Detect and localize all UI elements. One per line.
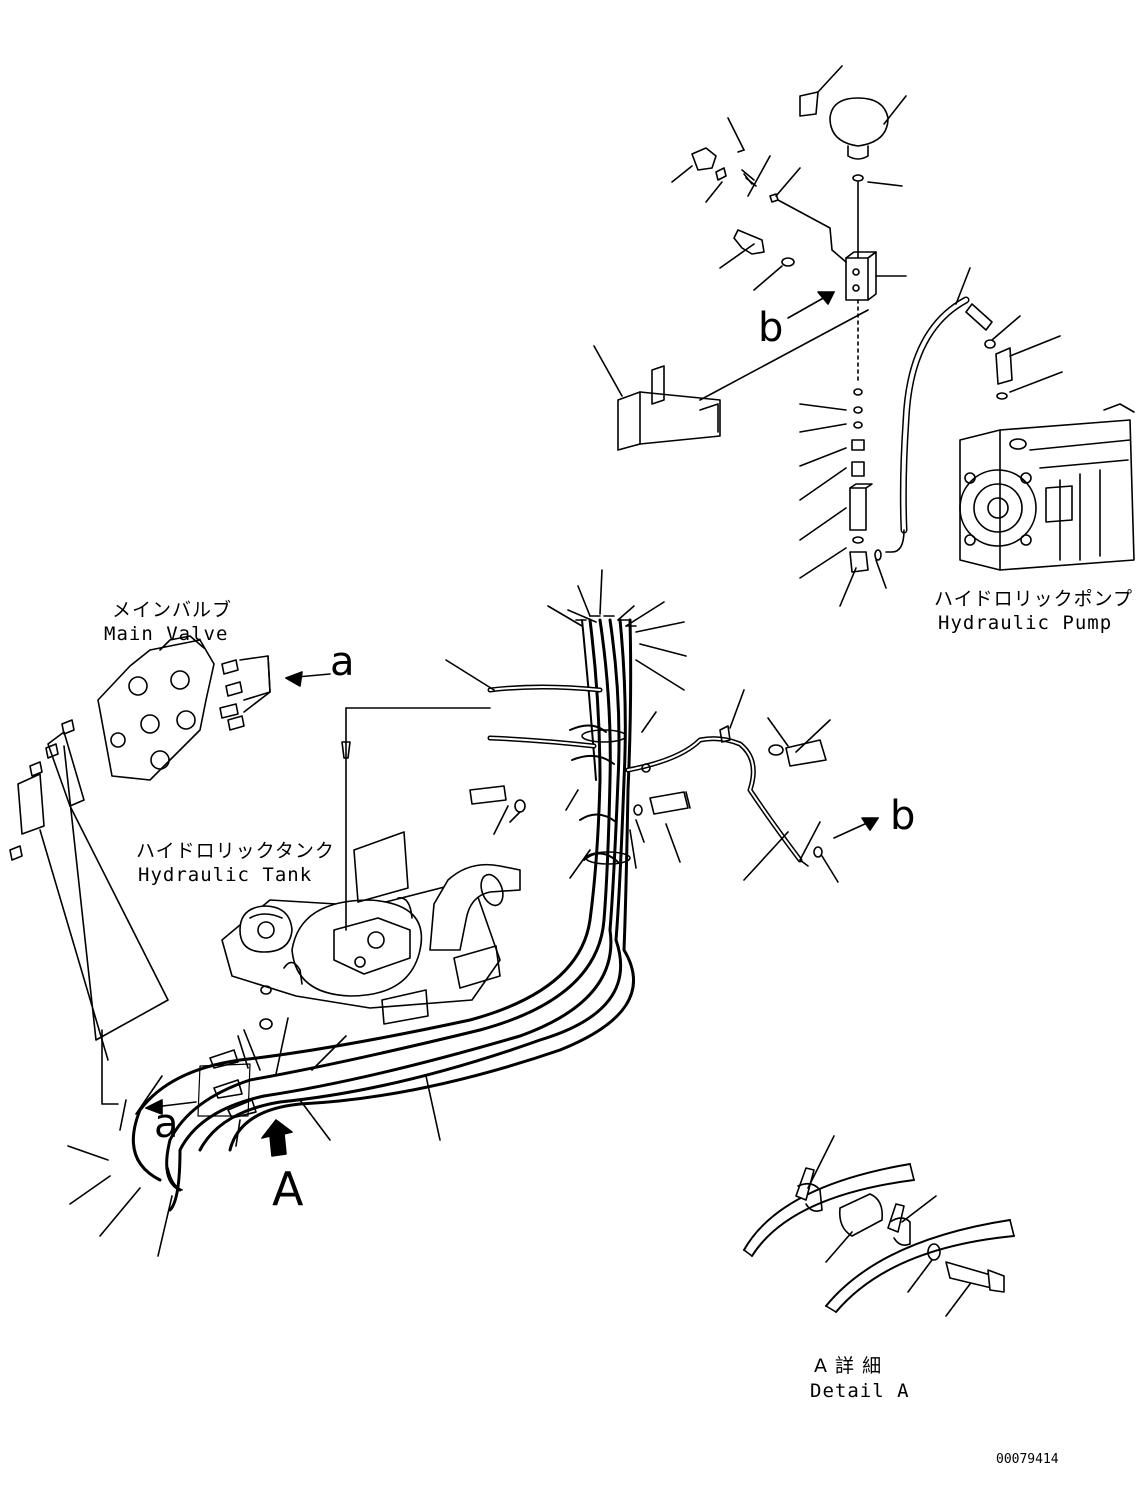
- hydraulic-pump: [886, 268, 1134, 570]
- view-a-marker: A: [272, 1162, 304, 1216]
- main-valve-label-jp: メインバルブ: [112, 599, 233, 621]
- detail-a-label-jp: A 詳 細: [814, 1355, 883, 1377]
- hydraulic-tank-label-en: Hydraulic Tank: [138, 864, 313, 886]
- hydraulic-tank-label-jp: ハイドロリックタンク: [136, 840, 335, 862]
- ref-b-line: b: [890, 793, 916, 839]
- document-number: 00079414: [996, 1452, 1059, 1467]
- hydraulic-pump-label-en: Hydraulic Pump: [938, 612, 1113, 634]
- ref-a-hose-end: a: [154, 1101, 179, 1147]
- hydraulic-pump-label-jp: ハイドロリックポンプ: [934, 588, 1134, 610]
- hose-bundle: [68, 570, 878, 1256]
- detail-a-label-en: Detail A: [810, 1380, 910, 1402]
- ref-b-valve: b: [758, 305, 784, 351]
- detail-a-clamp: [744, 1136, 1014, 1316]
- ref-a-main-valve: a: [330, 639, 355, 685]
- main-valve: [10, 636, 330, 1060]
- hydraulic-tank: [222, 708, 520, 1029]
- main-valve-label-en: Main Valve: [104, 623, 229, 645]
- accumulator-assembly: [594, 66, 906, 606]
